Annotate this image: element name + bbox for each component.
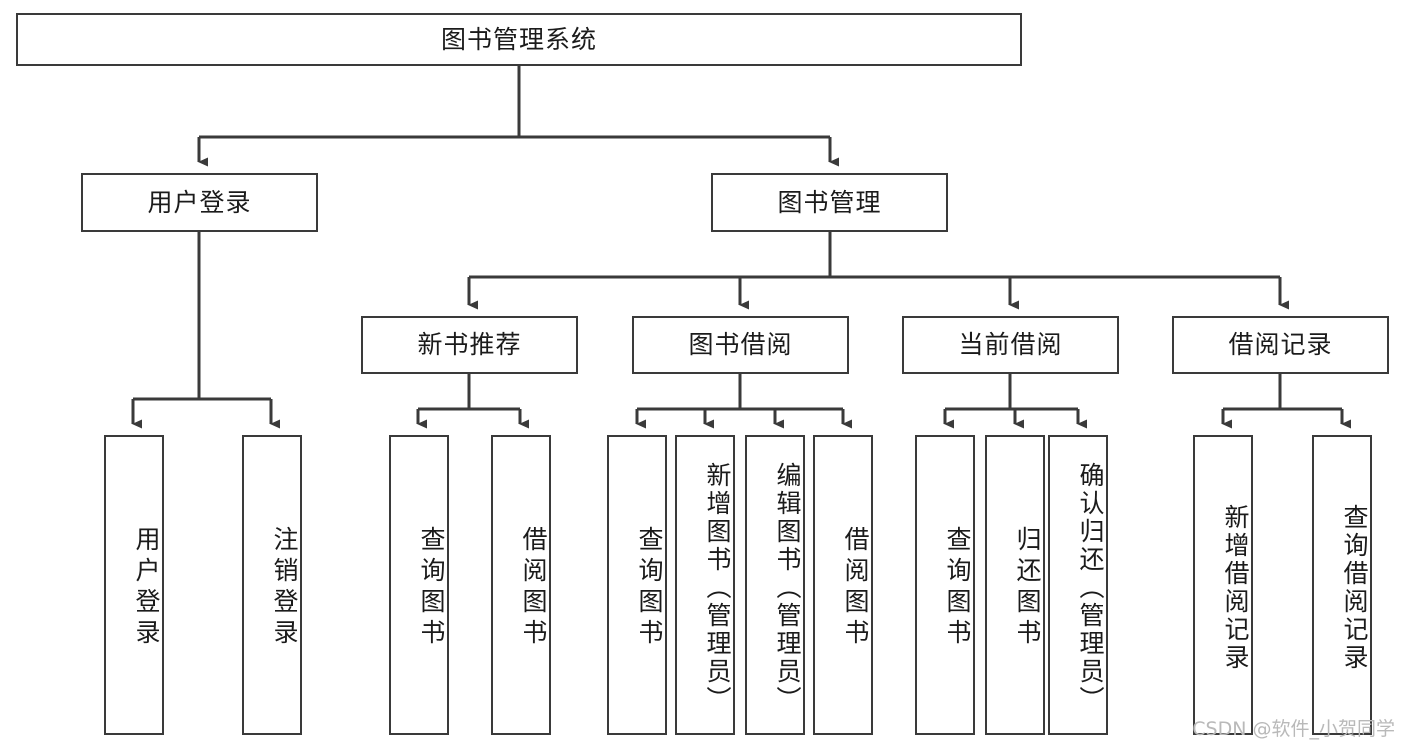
leaf-borrow-book-new[interactable]: 借阅图书 xyxy=(491,435,551,735)
node-book-management[interactable]: 图书管理 xyxy=(711,173,948,232)
leaf-borrow-book[interactable]: 借阅图书 xyxy=(813,435,873,735)
leaf-edit-book-admin[interactable]: 编辑图书（管理员） xyxy=(745,435,805,735)
leaf-query-book-borrow[interactable]: 查询图书 xyxy=(607,435,667,735)
node-user-login[interactable]: 用户登录 xyxy=(81,173,318,232)
node-current-borrow[interactable]: 当前借阅 xyxy=(902,316,1119,374)
leaf-query-book-current[interactable]: 查询图书 xyxy=(915,435,975,735)
leaf-add-borrow-record[interactable]: 新增借阅记录 xyxy=(1193,435,1253,735)
leaf-return-book[interactable]: 归还图书 xyxy=(985,435,1045,735)
node-root-system[interactable]: 图书管理系统 xyxy=(16,13,1022,66)
node-book-borrow[interactable]: 图书借阅 xyxy=(632,316,849,374)
node-borrow-records[interactable]: 借阅记录 xyxy=(1172,316,1389,374)
leaf-add-book-admin[interactable]: 新增图书（管理员） xyxy=(675,435,735,735)
leaf-logout[interactable]: 注销登录 xyxy=(242,435,302,735)
leaf-query-book-new[interactable]: 查询图书 xyxy=(389,435,449,735)
leaf-confirm-return-admin[interactable]: 确认归还（管理员） xyxy=(1048,435,1108,735)
csdn-watermark: CSDN @软件_小贺同学 xyxy=(1192,718,1395,740)
node-new-book-recommend[interactable]: 新书推荐 xyxy=(361,316,578,374)
leaf-query-borrow-record[interactable]: 查询借阅记录 xyxy=(1312,435,1372,735)
leaf-user-login[interactable]: 用户登录 xyxy=(104,435,164,735)
